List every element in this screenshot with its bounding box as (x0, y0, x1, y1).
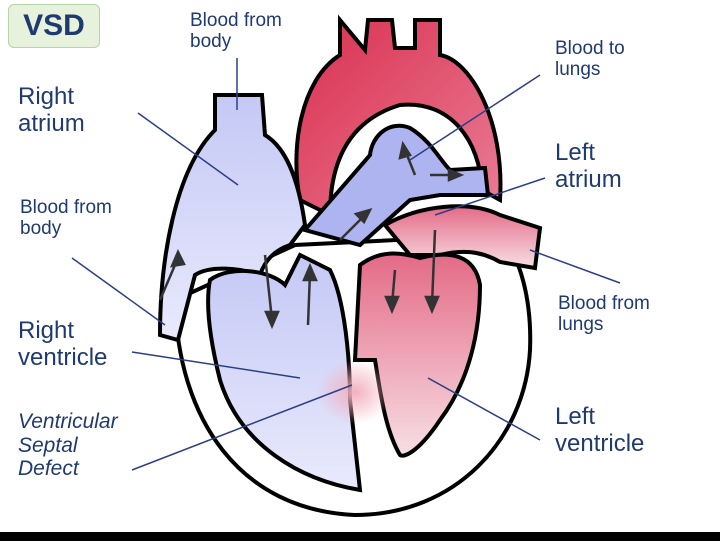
pulmonary-artery (301, 123, 491, 248)
flow-arrows (158, 140, 465, 330)
vsd-defect (317, 360, 393, 424)
vsd-badge: VSD (8, 4, 100, 48)
bottom-bar (0, 532, 720, 541)
left-atrium (381, 204, 543, 271)
aorta (294, 14, 503, 219)
right-ventricle (206, 252, 363, 493)
leader-lines (71, 58, 621, 471)
